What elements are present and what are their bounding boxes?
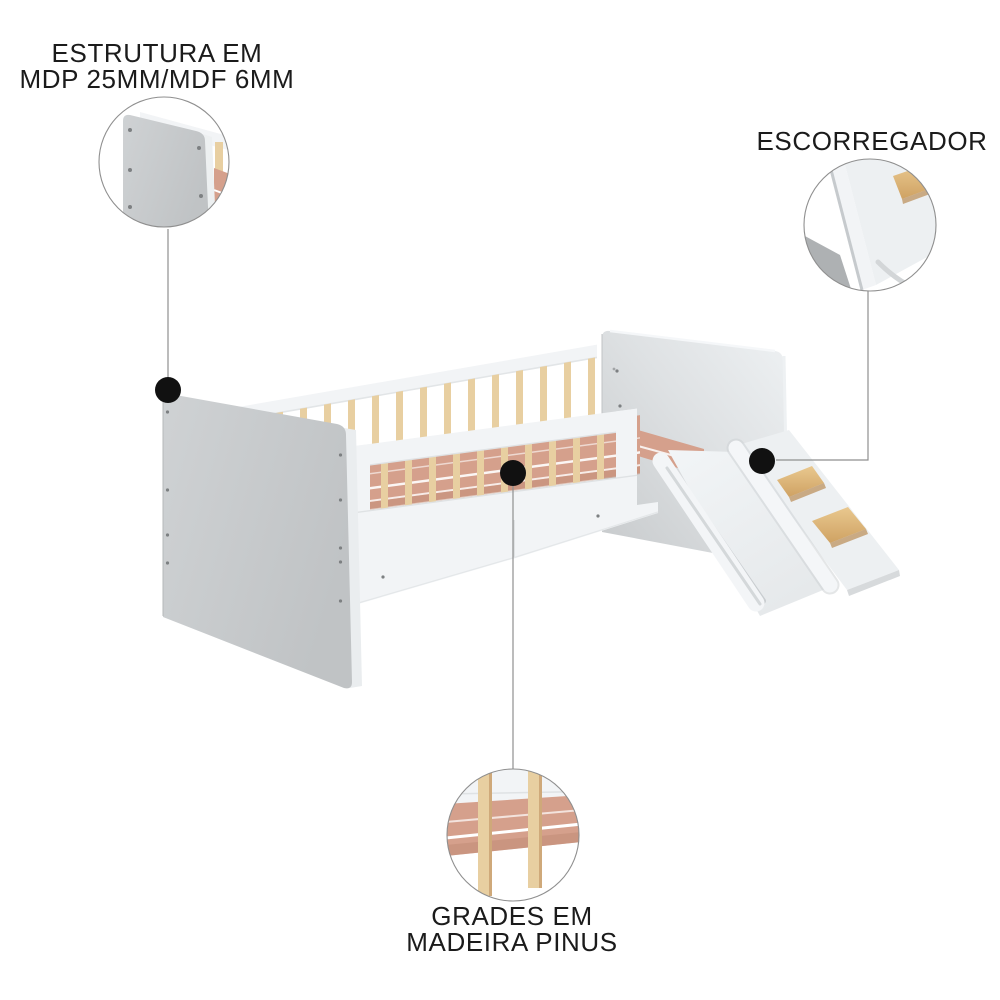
front-rail-slats [381, 433, 604, 516]
headboard-panel [162, 393, 362, 689]
callout-label-escorregador: ESCORREGADOR [756, 128, 987, 154]
callout-dot-escorregador [749, 448, 775, 474]
callout-label-estrutura: ESTRUTURA EM MDP 25MM/MDF 6MM [20, 40, 295, 92]
pine-post [528, 769, 542, 888]
callout-label-line: ESTRUTURA EM [51, 38, 263, 68]
callout-label-line: MDP 25MM/MDF 6MM [19, 64, 295, 94]
callout-dot-estrutura [155, 377, 181, 403]
detail-circle-escorregador [803, 158, 937, 292]
callout-label-line: MADEIRA PINUS [406, 927, 618, 957]
back-rail-top-beam [240, 344, 597, 420]
ramp-step [777, 466, 826, 502]
detail-circle-grades [446, 768, 580, 902]
slide-assembly [652, 430, 900, 616]
callout-label-line: GRADES EM [431, 901, 593, 931]
headboard-screw-holes [165, 410, 343, 603]
callout-label-line: ESCORREGADOR [756, 126, 988, 156]
front-rail-top-beam [348, 408, 637, 468]
front-rail-sill [348, 475, 637, 545]
callout-connectors [167, 229, 869, 769]
pine-post [478, 770, 492, 896]
connector-escorregador [776, 291, 869, 461]
climb-ramp-deck [738, 430, 899, 590]
callout-label-grades: GRADES EM MADEIRA PINUS [406, 903, 618, 955]
detail-circle-estrutura [98, 96, 230, 228]
slide-middle-rail [728, 440, 838, 593]
slide-chute-deck [668, 450, 828, 616]
callout-dot-grades [500, 460, 526, 486]
bed-base [347, 502, 659, 607]
front-guard-rail [348, 408, 640, 545]
ramp-step [812, 507, 868, 548]
